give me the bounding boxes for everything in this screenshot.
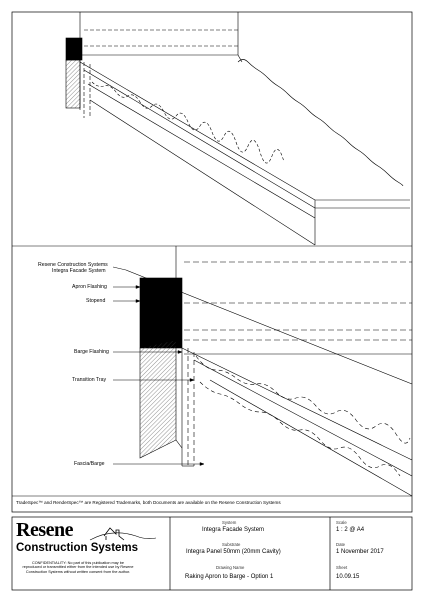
system-caption: System: [222, 520, 237, 525]
upper-apron-flashing: [65, 37, 83, 61]
label-barge-flashing: Barge Flashing: [74, 349, 109, 355]
title-block-frame: [11, 516, 413, 591]
drawing-caption: Drawing Name: [216, 565, 245, 570]
label-resene-systems: Resene Construction Systems: [38, 262, 108, 268]
lower-apron-flashing: [139, 277, 183, 349]
confidentiality-note: CONFIDENTIALITY: No part of this publica…: [22, 561, 134, 574]
label-stopend: Stopend: [86, 298, 106, 304]
label-apron-flashing: Apron Flashing: [72, 284, 107, 290]
logo-swoosh-icon: [89, 532, 157, 541]
date-value: 1 November 2017: [336, 549, 384, 555]
system-value: Integra Facade System: [202, 527, 265, 533]
scale-value: 1 : 2 @ A4: [336, 527, 365, 533]
trademark-note: TradeSpec™ and RenderSpec™ are Registere…: [16, 500, 281, 505]
brand-logo-text: Resene: [16, 519, 73, 541]
sheet-value: 10.09.15: [336, 574, 360, 580]
lower-view: [125, 246, 413, 497]
upper-barge-hatch: [65, 59, 81, 109]
leader-lines: [112, 266, 205, 466]
label-transition-tray: Transition Tray: [72, 377, 107, 383]
label-integra-facade: Integra Facade System: [52, 268, 106, 274]
substrate-caption: Substrate: [222, 542, 241, 547]
substrate-value: Integra Panel 50mm (20mm Cavity): [186, 549, 281, 555]
sheet-caption: Sheet: [336, 565, 348, 570]
drawing-value: Raking Apron to Barge - Option 1: [185, 574, 274, 580]
scale-caption: Scale: [336, 520, 347, 525]
house-sketch-icon: [103, 527, 125, 541]
upper-wall-panel: [79, 12, 239, 56]
brand-subtitle: Construction Systems: [16, 542, 139, 554]
lower-barge-hatch: [139, 339, 177, 459]
upper-view: [65, 12, 410, 246]
label-fascia-barge: Fascia/Barge: [74, 461, 105, 467]
upper-roof-profile: [237, 59, 404, 187]
date-caption: Date: [336, 542, 346, 547]
